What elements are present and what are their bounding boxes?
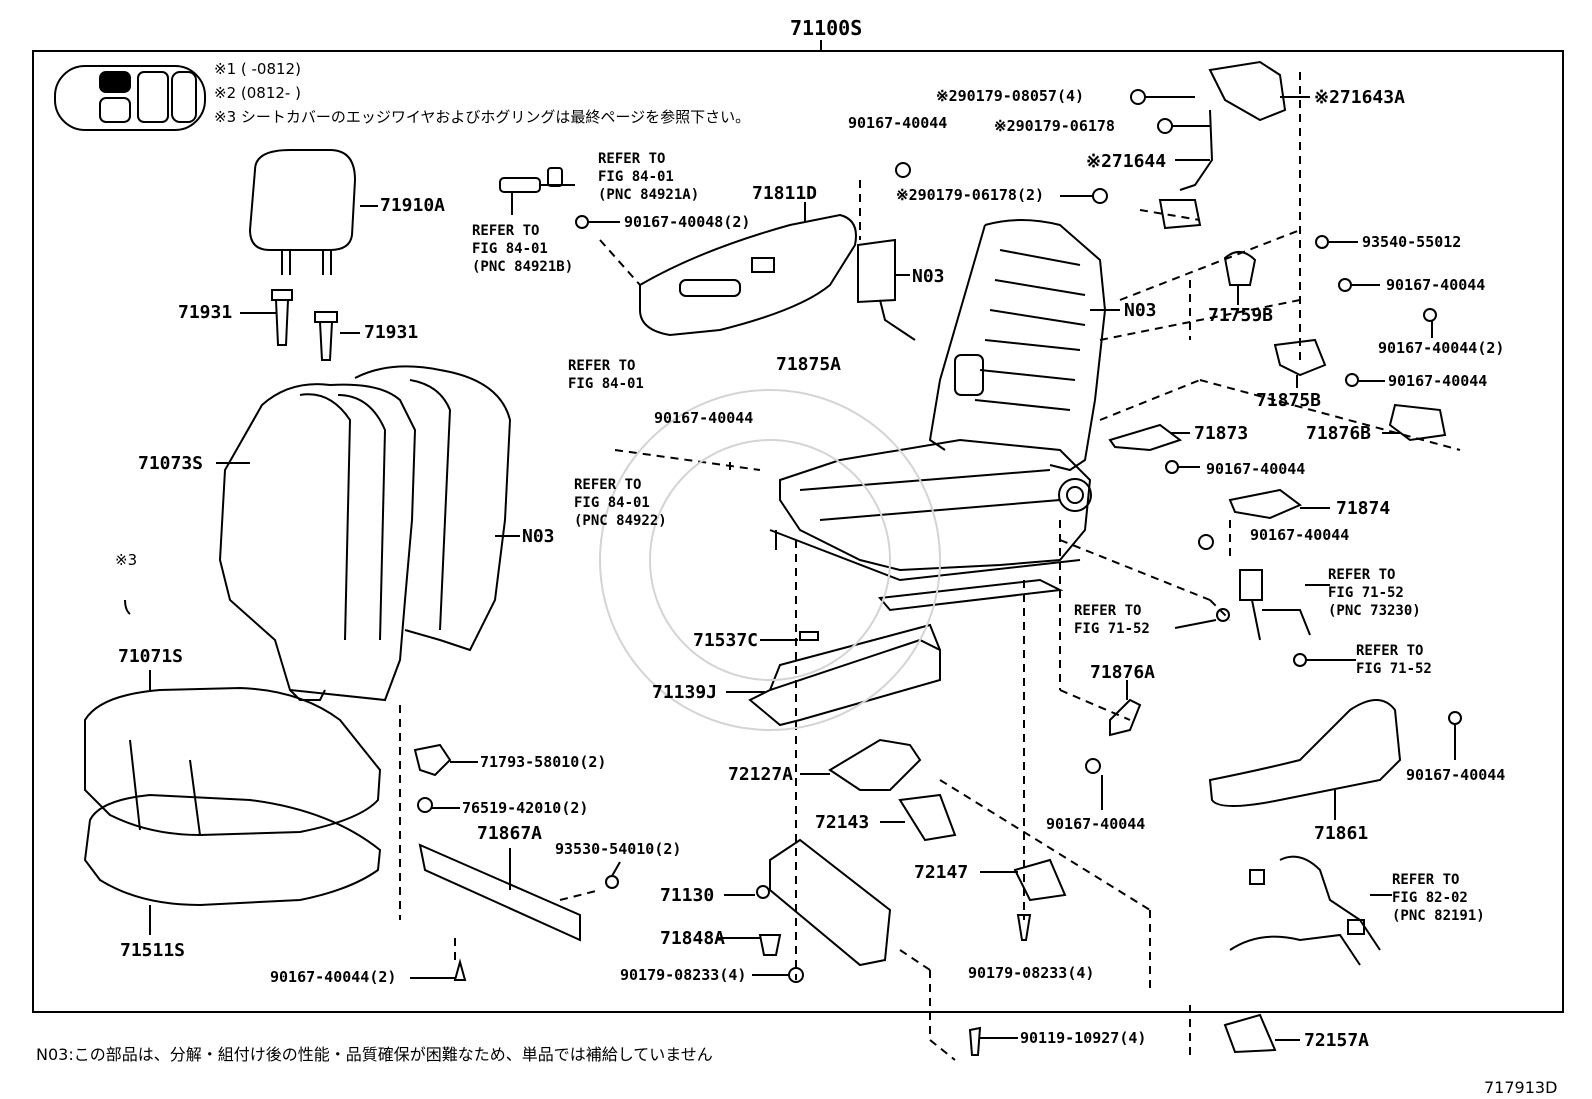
part-71511S: 71511S <box>120 940 186 961</box>
assembly-number: 71100S <box>790 16 863 40</box>
part-90167-40044-r5: 90167-40044 <box>1250 526 1350 544</box>
watermark-emblem <box>599 389 941 731</box>
part-90167-40044-r2: 90167-40044(2) <box>1378 339 1505 357</box>
part-90179-08233-right: 90179-08233(4) <box>968 964 1095 982</box>
headrest-drawing <box>240 149 378 361</box>
switch-module-drawing <box>857 162 916 341</box>
seatback-cover-drawing <box>216 365 520 702</box>
part-71931-left: 71931 <box>178 302 233 323</box>
note-1: ※1 ( -0812) <box>214 60 301 78</box>
part-72147: 72147 <box>914 862 969 883</box>
part-90167-40044-r1: 90167-40044 <box>1386 276 1486 294</box>
part-71643A: ※271643A <box>1314 87 1405 108</box>
part-71875A: 71875A <box>776 354 842 375</box>
part-71931-right: 71931 <box>364 322 419 343</box>
part-N03-cover: N03 <box>522 526 555 547</box>
part-71537C: 71537C <box>693 630 759 651</box>
part-71910A: 71910A <box>380 195 446 216</box>
lower-left-fasteners <box>399 705 621 981</box>
part-N03-switch: N03 <box>912 266 945 287</box>
ref-fig-84-01-84921A: REFER TO FIG 84-01 (PNC 84921A) <box>598 151 700 203</box>
part-90179-08057: ※290179-08057(4) <box>936 87 1085 105</box>
part-71071S: 71071S <box>118 646 184 667</box>
part-90179-06178-b: ※290179-06178(2) <box>896 186 1045 204</box>
ref-fig-71-52-right: REFER TO FIG 71-52 <box>1356 643 1432 677</box>
ref-fig-71-52-left: REFER TO FIG 71-52 <box>1074 603 1150 637</box>
diagram-frame <box>32 50 1564 1013</box>
part-90167-40044-bottom: 90167-40044(2) <box>270 968 397 986</box>
part-71874: 71874 <box>1336 498 1391 519</box>
part-90167-40044-r6: 90167-40044 <box>1046 815 1146 833</box>
note-3-marker: ※3 <box>115 551 138 569</box>
seat-frame-drawing <box>769 219 1120 612</box>
part-71130: 71130 <box>660 885 715 906</box>
legend-icon <box>54 65 206 131</box>
part-71073S: 71073S <box>138 453 204 474</box>
sheet-id: 717913D <box>1484 1078 1558 1097</box>
part-76519-42010: 76519-42010(2) <box>462 799 589 817</box>
part-93530-54010: 93530-54010(2) <box>555 840 682 858</box>
part-71793-58010: 71793-58010(2) <box>480 753 607 771</box>
ref-fig-84-01: REFER TO FIG 84-01 <box>568 358 644 392</box>
part-71861: 71861 <box>1314 823 1369 844</box>
part-71876A: 71876A <box>1090 662 1156 683</box>
note-3: ※3 シートカバーのエッジワイヤおよびホグリングは最終ページを参照下さい。 <box>214 108 751 126</box>
part-71875B: 71875B <box>1256 390 1322 411</box>
footer-note: N03:この部品は、分解・組付け後の性能・品質確保が困難なため、単品では補給して… <box>36 1045 713 1064</box>
part-71644: ※271644 <box>1086 151 1167 172</box>
ref-fig-71-52-73230: REFER TO FIG 71-52 (PNC 73230) <box>1328 567 1421 619</box>
part-71848A: 71848A <box>660 928 726 949</box>
part-90167-40044-mid: 90167-40044 <box>654 409 754 427</box>
part-90167-40044-r4: 90167-40044 <box>1206 460 1306 478</box>
ref-fig-84-01-84922: REFER TO FIG 84-01 (PNC 84922) <box>574 477 667 529</box>
part-90167-40048: 90167-40048(2) <box>624 213 751 231</box>
ref-fig-82-02-82191: REFER TO FIG 82-02 (PNC 82191) <box>1392 872 1485 924</box>
part-90167-40044-top: 90167-40044 <box>848 114 948 132</box>
part-72157A: 72157A <box>1304 1030 1370 1051</box>
part-71867A: 71867A <box>477 823 543 844</box>
part-90167-40044-r3: 90167-40044 <box>1388 372 1488 390</box>
part-90167-40044-r7: 90167-40044 <box>1406 766 1506 784</box>
side-shield-drawing <box>499 167 857 337</box>
part-93540-55012: 93540-55012 <box>1362 233 1462 251</box>
part-N03-frame: N03 <box>1124 300 1157 321</box>
ref-fig-84-01-84921B: REFER TO FIG 84-01 (PNC 84921B) <box>472 223 574 275</box>
part-72143: 72143 <box>815 812 870 833</box>
part-90119-10927: 90119-10927(4) <box>1020 1029 1147 1047</box>
part-90179-06178-a: ※290179-06178 <box>994 117 1115 135</box>
part-72127A: 72127A <box>728 764 794 785</box>
part-90179-08233-left: 90179-08233(4) <box>620 966 747 984</box>
rail-bracket-drawing <box>718 623 1300 1056</box>
part-71873: 71873 <box>1194 423 1249 444</box>
part-71759B: 71759B <box>1208 305 1274 326</box>
seat-cushion-drawing <box>83 599 382 935</box>
part-71876B: 71876B <box>1306 423 1372 444</box>
note-2: ※2 (0812- ) <box>214 84 301 102</box>
right-side-parts-drawing <box>1060 60 1462 966</box>
part-71811D: 71811D <box>752 183 818 204</box>
part-71139J: 71139J <box>652 682 718 703</box>
